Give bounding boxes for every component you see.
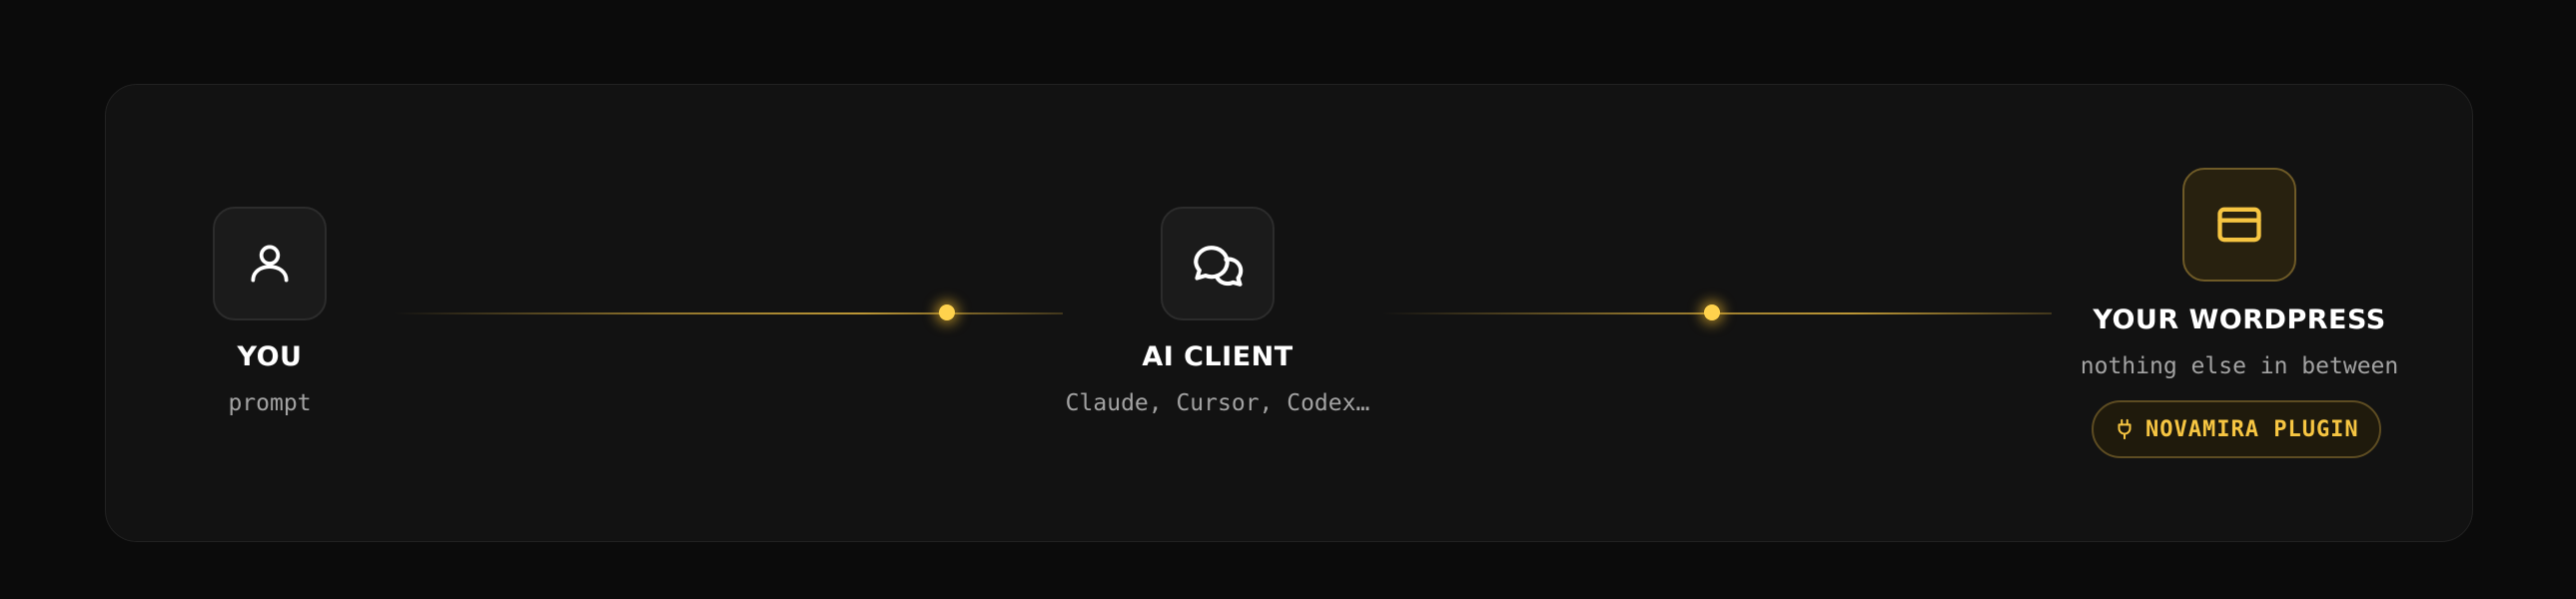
chat-bubbles-icon	[1194, 246, 1244, 287]
plug-icon	[2118, 418, 2132, 440]
you-icon-box	[213, 207, 327, 320]
connector-line-1	[394, 312, 1063, 314]
ai-client-subtitle: Claude, Cursor, Codex…	[1065, 390, 1370, 416]
wordpress-icon-box	[2182, 168, 2296, 282]
wordpress-title: YOUR WORDPRESS	[2093, 304, 2386, 335]
flow-dot-2	[1704, 304, 1720, 320]
flow-card: YOU prompt AI CLIENT Claude, Cursor, Cod…	[105, 84, 2473, 542]
ai-client-title: AI CLIENT	[1142, 341, 1293, 372]
ai-client-icon-box	[1161, 207, 1275, 320]
flow-dot-1	[939, 304, 955, 320]
you-subtitle: prompt	[228, 390, 312, 416]
wordpress-subtitle: nothing else in between	[2080, 353, 2399, 379]
you-title: YOU	[237, 341, 303, 372]
user-icon	[251, 245, 289, 283]
novamira-plugin-badge: NOVAMIRA PLUGIN	[2092, 400, 2381, 458]
badge-label: NOVAMIRA PLUGIN	[2146, 416, 2359, 442]
browser-window-icon	[2217, 207, 2261, 243]
